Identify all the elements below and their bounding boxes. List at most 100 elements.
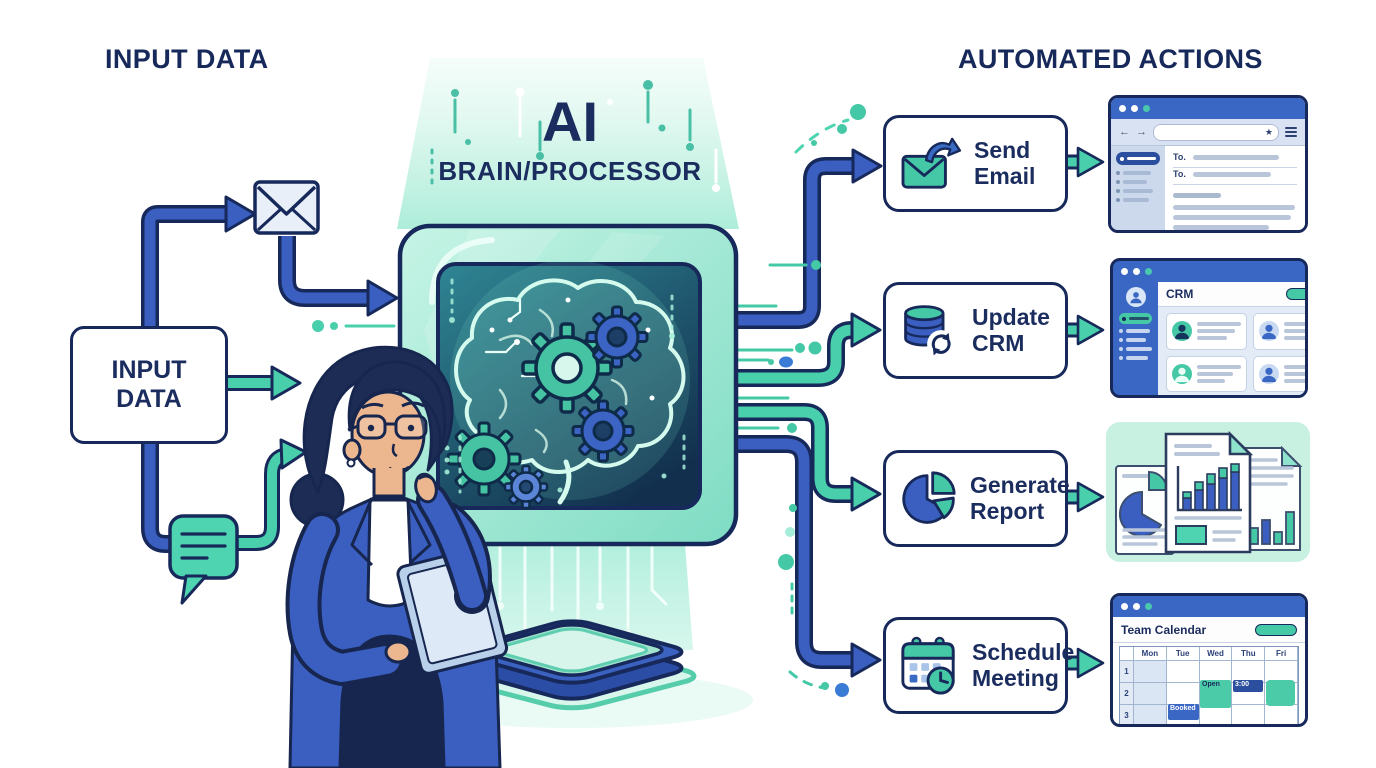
body-text-line: [1173, 225, 1269, 230]
contact-card: [1253, 313, 1305, 350]
update-crm-label: Update CRM: [972, 304, 1050, 356]
calendar-cell: [1166, 661, 1200, 683]
crm-preview-titlebar: [1113, 261, 1305, 282]
star-icon: ★: [1264, 126, 1273, 137]
generate-report-label: Generate Report: [970, 472, 1070, 524]
sidebar-item: [1119, 356, 1152, 360]
schedule-meeting-icon: [899, 636, 959, 696]
email-preview-sidebar: [1111, 146, 1165, 230]
calendar-cell: [1167, 705, 1200, 724]
gear-icon: [503, 464, 549, 510]
calendar-event[interactable]: [1266, 680, 1295, 706]
flow-arrow: [850, 476, 882, 512]
calendar-cell: [1232, 683, 1266, 705]
calendar-preview-header: Team Calendar: [1113, 617, 1305, 643]
calendar-event[interactable]: Open: [1200, 680, 1231, 708]
avatar: [1172, 363, 1192, 384]
flow-arrow: [851, 148, 883, 184]
flow-arrow: [270, 365, 302, 401]
forward-arrow-icon: →: [1136, 125, 1147, 138]
avatar: [1259, 363, 1279, 384]
body-text-line: [1173, 193, 1221, 198]
calendar-preview-titlebar: [1113, 596, 1305, 617]
email-search-bar[interactable]: ★: [1153, 123, 1279, 141]
body-text-line: [1173, 215, 1291, 220]
calendar-action-pill-button[interactable]: [1255, 623, 1297, 636]
window-dot: [1119, 105, 1126, 112]
window-dot: [1143, 105, 1150, 112]
sidebar-item: [1116, 189, 1160, 193]
sidebar-item: [1119, 329, 1152, 333]
crm-preview-header: CRM: [1158, 282, 1305, 307]
window-dot: [1145, 268, 1152, 275]
calendar-cell: [1200, 705, 1233, 724]
automated-actions-title: AUTOMATED ACTIONS: [958, 44, 1263, 74]
avatar: [1172, 321, 1192, 342]
calendar-cell: [1265, 705, 1298, 724]
preview-arrows: [1066, 146, 1105, 679]
back-arrow-icon: ←: [1119, 125, 1130, 138]
envelope-icon: [253, 180, 320, 235]
corner-cell: [1120, 647, 1134, 661]
platform-illustration: [438, 618, 707, 711]
ai-subtitle: BRAIN/PROCESSOR: [438, 156, 702, 186]
report-preview: [1106, 422, 1310, 562]
update-crm-button[interactable]: Update CRM: [883, 282, 1068, 379]
report-doc-right: [1241, 445, 1303, 551]
calendar-cell: [1134, 683, 1167, 705]
flow-arrow: [850, 312, 882, 348]
sidebar-active-item: [1116, 152, 1160, 165]
crm-action-pill-button[interactable]: [1286, 288, 1305, 300]
menu-icon: [1285, 127, 1297, 137]
calendar-app-preview: Team Calendar Mon Tue Wed Thu Fri 1 2 3 …: [1110, 593, 1308, 727]
sidebar-item: [1116, 198, 1160, 202]
avatar: [1259, 321, 1279, 342]
email-preview-toolbar: ← → ★: [1111, 119, 1305, 146]
schedule-meeting-button[interactable]: Schedule Meeting: [883, 617, 1074, 714]
schedule-meeting-label: Schedule Meeting: [972, 639, 1075, 691]
email-preview-titlebar: [1111, 98, 1305, 119]
email-compose-area: To. To.: [1165, 146, 1305, 230]
calendar-title: Team Calendar: [1121, 622, 1207, 637]
window-dot: [1133, 603, 1140, 610]
generate-report-button[interactable]: Generate Report: [883, 450, 1070, 547]
calendar-event[interactable]: Booked: [1168, 704, 1199, 720]
window-dot: [1145, 603, 1152, 610]
input-data-box-label: INPUT DATA: [111, 355, 187, 414]
window-dot: [1121, 603, 1128, 610]
calendar-grid: Mon Tue Wed Thu Fri 1 2 3 Open 3:00 Book…: [1119, 646, 1299, 724]
crm-title: CRM: [1166, 287, 1194, 301]
avatar: [1125, 287, 1146, 307]
to-field-label: To.: [1173, 152, 1186, 162]
contact-card: [1166, 355, 1247, 392]
calendar-event[interactable]: 3:00: [1233, 680, 1263, 692]
top-beam: [397, 58, 739, 229]
sidebar-item: [1116, 180, 1160, 184]
woman-illustration: [285, 345, 509, 768]
crm-app-preview: CRM: [1110, 258, 1308, 398]
day-header: Tue: [1166, 647, 1200, 661]
sidebar-item: [1116, 171, 1160, 175]
contact-card: [1166, 313, 1247, 350]
sidebar-item: [1119, 347, 1152, 351]
calendar-cell: [1232, 705, 1266, 724]
gear-icon: [571, 399, 635, 463]
send-email-button[interactable]: Send Email: [883, 115, 1068, 212]
row-number: 3: [1120, 705, 1134, 724]
window-dot: [1133, 268, 1140, 275]
to-field-value-line: [1192, 172, 1271, 177]
report-doc-center: [1164, 430, 1254, 554]
generate-report-icon: [899, 470, 957, 528]
input-data-title: INPUT DATA: [105, 44, 269, 74]
input-data-box: INPUT DATA: [70, 326, 228, 444]
day-header: Fri: [1265, 647, 1298, 661]
send-email-icon: [899, 137, 961, 191]
flow-arrow: [850, 642, 882, 678]
ai-chip-illustration: [397, 223, 739, 547]
flow-arrow: [279, 438, 308, 470]
contact-card: [1253, 355, 1305, 392]
to-field-label: To.: [1173, 169, 1186, 179]
day-header: Mon: [1134, 647, 1167, 661]
